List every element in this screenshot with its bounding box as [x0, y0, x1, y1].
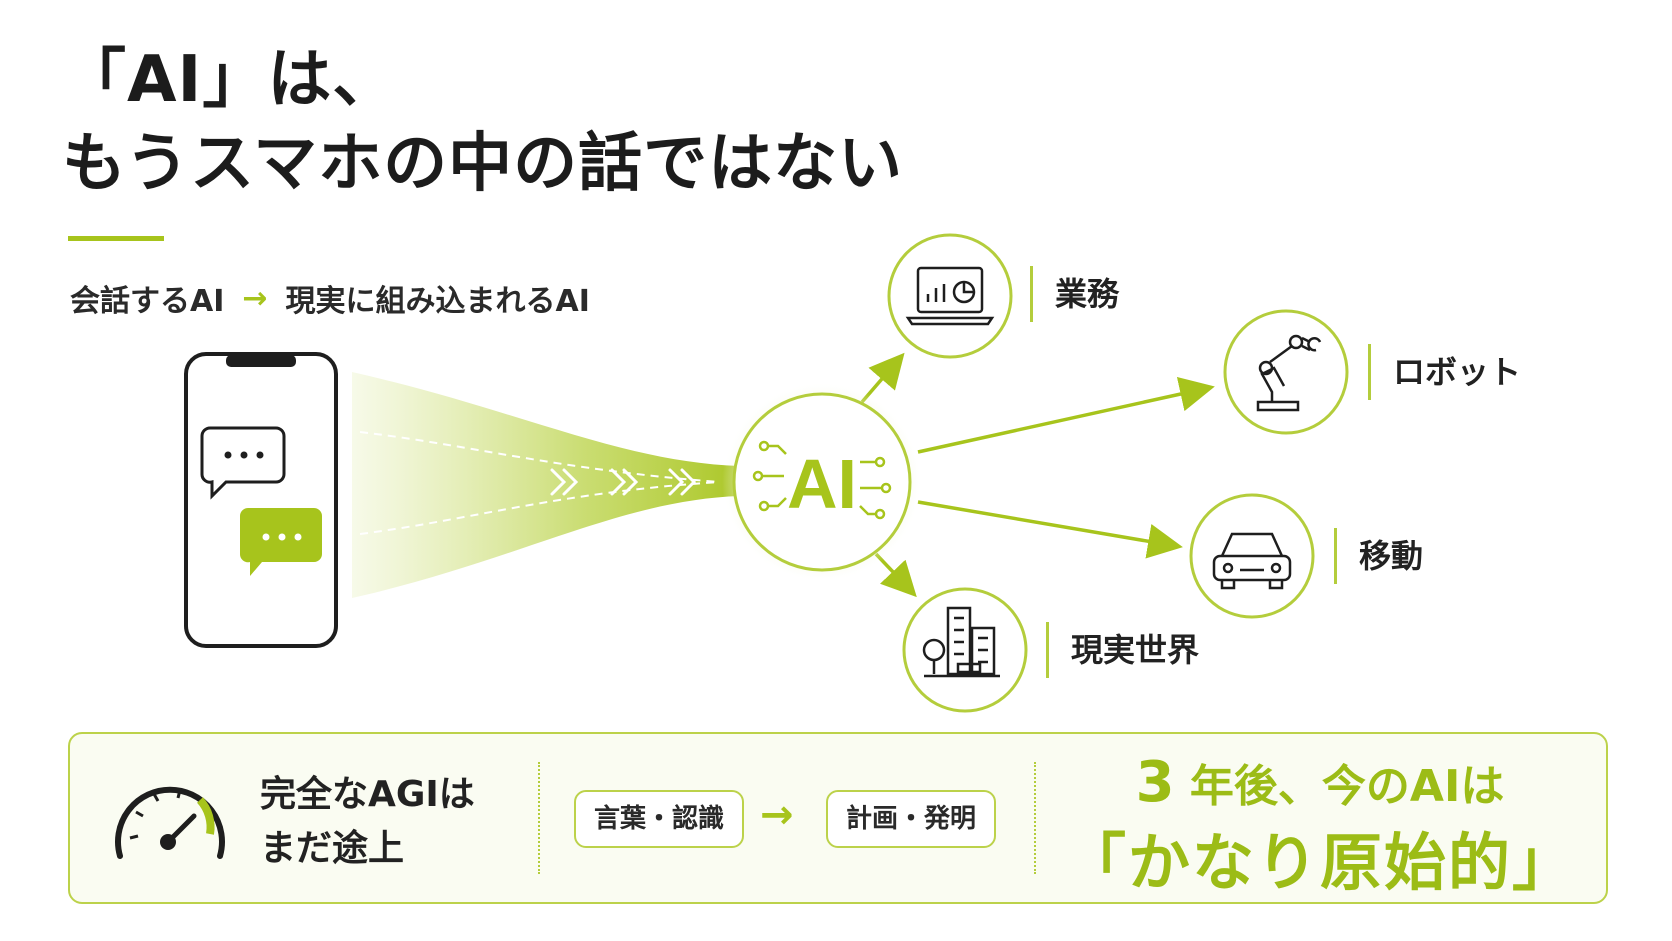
page-title-line2: もうスマホの中の話ではない	[62, 127, 904, 201]
city-buildings-icon	[922, 606, 1000, 678]
speedometer-icon	[115, 786, 225, 859]
beam-dash-top	[359, 431, 721, 483]
step-pill-language: 言葉・認識	[574, 790, 744, 848]
subtitle-arrow-icon: →	[242, 280, 268, 316]
car-icon	[1212, 532, 1292, 590]
subtitle-to: 現実に組み込まれるAI	[285, 284, 590, 319]
beam-chevrons-icon	[550, 468, 697, 496]
panel-divider-1	[538, 762, 540, 874]
future-line2: 「かなり原始的」	[1063, 826, 1576, 899]
agi-line2: まだ途上	[260, 828, 405, 869]
future-line1: 3 年後、今のAIは	[1070, 750, 1570, 815]
laptop-chart-icon	[905, 266, 995, 326]
subtitle: 会話するAI → 現実に組み込まれるAI	[70, 276, 590, 320]
future-text: 年後、今のAIは	[1189, 761, 1505, 812]
node-circle-robot	[1223, 309, 1349, 435]
subtitle-from: 会話するAI	[70, 284, 225, 319]
smartphone-icon	[184, 352, 338, 648]
node-circle-realworld	[902, 587, 1028, 713]
circuit-icon	[752, 440, 892, 520]
step-arrow-icon: →	[760, 792, 794, 838]
node-circle-business	[887, 233, 1013, 359]
panel-divider-2	[1034, 762, 1036, 874]
page-title-line1: 「AI」は、	[62, 43, 398, 117]
data-beam	[352, 372, 740, 598]
node-label-business: 業務	[1030, 266, 1119, 322]
step-pill-planning: 計画・発明	[826, 790, 996, 848]
speech-bubble-filled-icon	[239, 508, 322, 576]
ai-hub-label: AI	[787, 445, 857, 523]
ai-hub	[732, 392, 912, 572]
node-label-robot: ロボット	[1368, 344, 1521, 400]
agi-status: 完全なAGIは まだ途上	[260, 768, 475, 876]
agi-line1: 完全なAGIは	[260, 774, 475, 815]
title-underline	[68, 236, 164, 241]
future-years: 3	[1135, 750, 1175, 815]
speech-bubble-outline-icon	[200, 426, 286, 500]
beam-dash-bottom	[359, 481, 721, 535]
robot-arm-icon	[1256, 334, 1322, 412]
node-label-realworld: 現実世界	[1046, 622, 1199, 678]
node-label-mobility: 移動	[1334, 528, 1423, 584]
